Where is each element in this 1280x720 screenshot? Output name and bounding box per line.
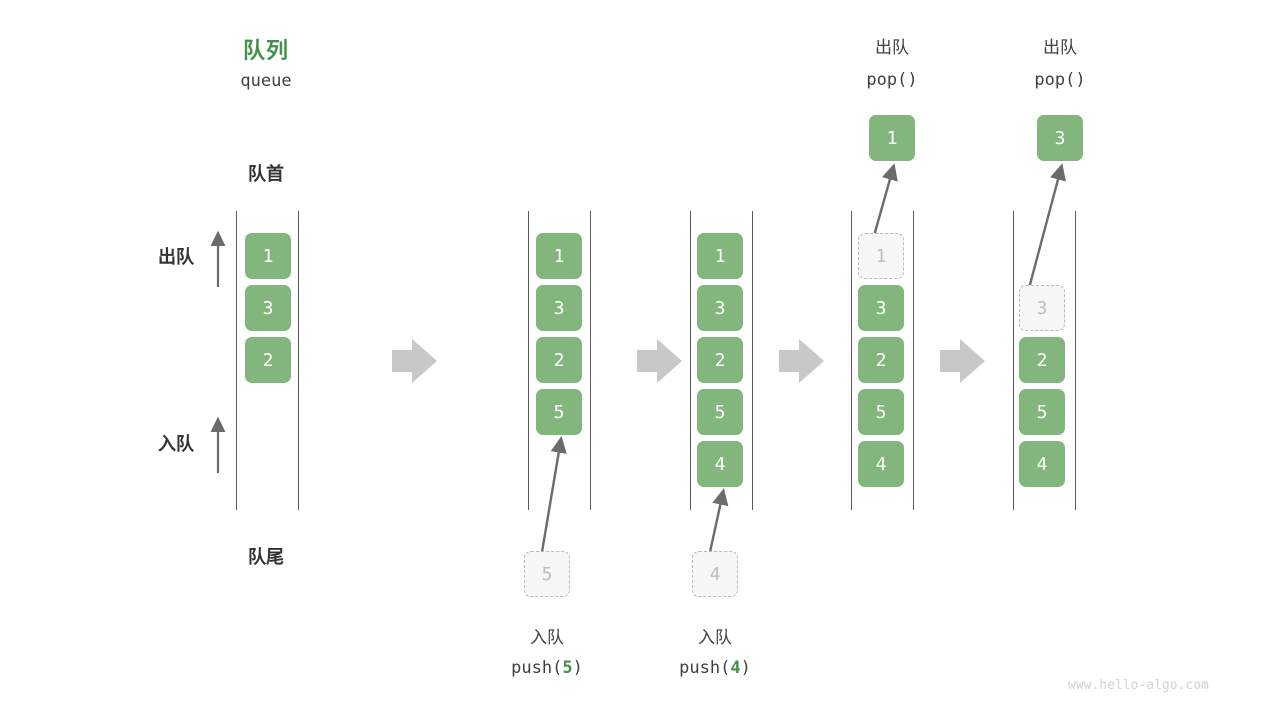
queue-item: 4 <box>697 441 743 487</box>
queue-item: 1 <box>245 233 291 279</box>
op-code-number: 5 <box>562 658 573 678</box>
incoming-ghost-box: 4 <box>692 551 738 597</box>
step-arrow-1 <box>392 339 437 383</box>
rail-left-col-3 <box>690 211 692 510</box>
queue-item: 2 <box>245 337 291 383</box>
popped-box: 1 <box>869 115 915 161</box>
queue-item: 5 <box>536 389 582 435</box>
op-code-suffix: ) <box>572 658 583 678</box>
rail-left-col-4 <box>851 211 853 510</box>
push-arrow-5 <box>540 436 567 553</box>
rail-right-col-5 <box>1075 211 1077 510</box>
popped-ghost-slot: 3 <box>1019 285 1065 331</box>
queue-item: 3 <box>697 285 743 331</box>
column-head-code-pop3: pop() <box>1034 70 1086 90</box>
step-arrow-2 <box>637 339 682 383</box>
popped-ghost-slot: 1 <box>858 233 904 279</box>
queue-item: 3 <box>536 285 582 331</box>
rail-left-col-2 <box>528 211 530 510</box>
page-subtitle: queue <box>240 71 292 91</box>
queue-item: 2 <box>858 337 904 383</box>
queue-item: 4 <box>1019 441 1065 487</box>
queue-item: 1 <box>536 233 582 279</box>
op-code-number: 4 <box>730 658 741 678</box>
op-label-code: push(4) <box>655 658 775 678</box>
rear-label: 队尾 <box>248 547 284 568</box>
op-code-prefix: push( <box>511 658 563 678</box>
column-head-cn-pop3: 出队 <box>1043 38 1077 58</box>
step-arrow-4 <box>940 339 985 383</box>
front-label: 队首 <box>248 164 284 185</box>
queue-item: 3 <box>858 285 904 331</box>
dequeue-side-label: 出队 <box>158 247 194 268</box>
queue-item: 2 <box>536 337 582 383</box>
op-code-prefix: push( <box>679 658 731 678</box>
rail-right-col-3 <box>752 211 754 510</box>
op-label-code: push(5) <box>487 658 607 678</box>
pop-arrow-3 <box>1026 163 1066 293</box>
queue-item: 2 <box>1019 337 1065 383</box>
column-head-code-pop1: pop() <box>866 70 918 90</box>
popped-box: 3 <box>1037 115 1083 161</box>
queue-item: 4 <box>858 441 904 487</box>
rail-right-col-1 <box>298 211 300 510</box>
op-label-cn: 入队 <box>530 628 564 648</box>
queue-item: 1 <box>697 233 743 279</box>
column-head-cn-pop1: 出队 <box>875 38 909 58</box>
queue-item: 2 <box>697 337 743 383</box>
rail-right-col-4 <box>913 211 915 510</box>
op-label-cn: 入队 <box>698 628 732 648</box>
op-code-suffix: ) <box>740 658 751 678</box>
queue-item: 5 <box>858 389 904 435</box>
rail-left-col-5 <box>1013 211 1015 510</box>
queue-item: 5 <box>697 389 743 435</box>
queue-item: 3 <box>245 285 291 331</box>
rail-left-col-1 <box>236 211 238 510</box>
watermark: www.hello-algo.com <box>1068 678 1209 693</box>
queue-item: 5 <box>1019 389 1065 435</box>
incoming-ghost-box: 5 <box>524 551 570 597</box>
push-arrow-4 <box>708 488 729 553</box>
step-arrow-3 <box>779 339 824 383</box>
page-title: 队列 <box>242 39 289 64</box>
enqueue-side-label: 入队 <box>158 434 194 455</box>
rail-right-col-2 <box>590 211 592 510</box>
